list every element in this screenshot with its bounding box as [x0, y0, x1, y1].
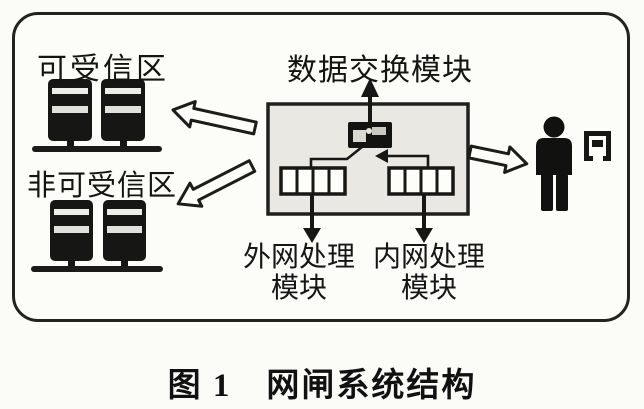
internal-module-line1: 内网处理 [372, 242, 485, 273]
untrusted-zone-label: 非可受信区 [27, 170, 178, 202]
external-network-module-label: 外网处理 模块 [236, 242, 362, 304]
network-bus-line [31, 266, 163, 272]
person-icon [536, 116, 572, 211]
gateway-wiring [309, 145, 430, 167]
external-module-line1: 外网处理 [242, 242, 355, 273]
trusted-zone-label: 可受信区 [37, 53, 169, 86]
server-icon [32, 79, 162, 152]
floppy-disk-icon [584, 131, 611, 161]
wire-arrowhead-icon [375, 149, 388, 163]
network-bus-line [32, 146, 162, 152]
down-arrow-icon [303, 194, 321, 243]
external-module-line2: 模块 [270, 273, 327, 304]
down-arrow-icon [415, 194, 433, 243]
chip-icon [348, 122, 392, 148]
internal-module-line2: 模块 [400, 273, 457, 304]
connector-strip-icon [279, 166, 347, 196]
figure-caption: 图 1 网闸系统结构 [167, 368, 477, 404]
up-arrow-icon [361, 78, 379, 122]
internal-network-module-label: 内网处理 模块 [366, 242, 492, 304]
server-icon [31, 200, 163, 272]
hollow-arrow-icon [171, 100, 529, 208]
connector-strip-icon [387, 166, 455, 196]
data-exchange-module-label: 数据交换模块 [287, 54, 473, 87]
